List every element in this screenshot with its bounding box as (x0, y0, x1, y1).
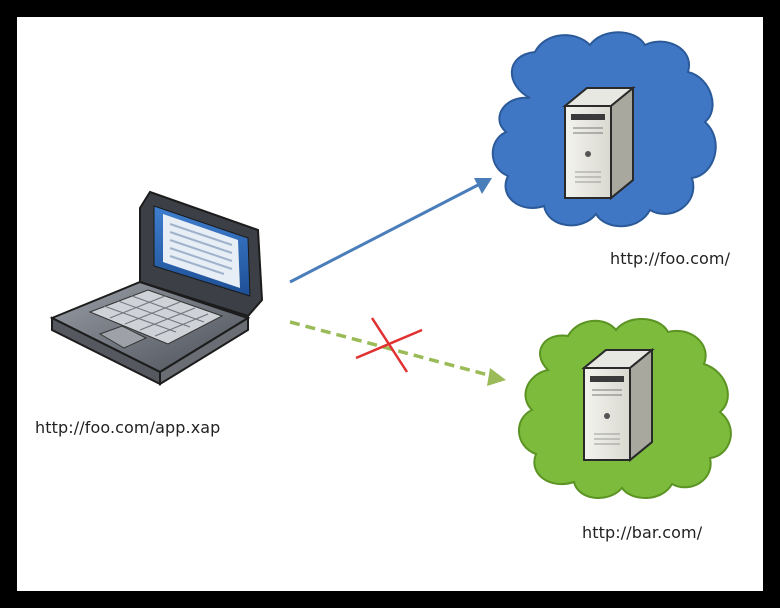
client-url-label: http://foo.com/app.xap (35, 418, 221, 437)
edge-client-to-bar (289, 320, 506, 386)
server-icon (562, 85, 636, 201)
bar-server-url-label: http://bar.com/ (582, 523, 703, 542)
laptop-icon (49, 190, 264, 386)
server-icon (581, 347, 655, 463)
blocked-x-icon (355, 317, 423, 373)
foo-server-url-label: http://foo.com/ (610, 249, 731, 268)
edge-client-to-foo (289, 178, 492, 284)
